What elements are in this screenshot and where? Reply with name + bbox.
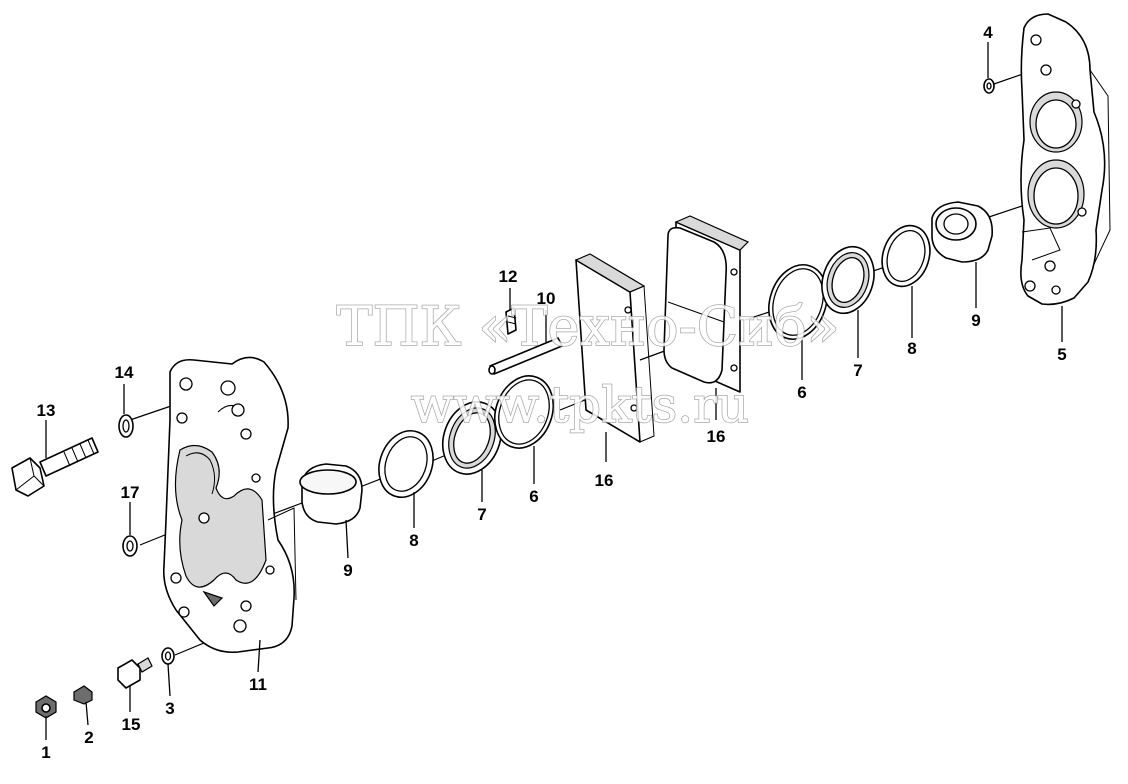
ring-6-left: [494, 375, 554, 449]
callout-1: 1: [41, 743, 50, 762]
caliper-half-5: [1020, 13, 1111, 306]
ring-8-left: [378, 430, 434, 498]
ring-8-right: [881, 224, 931, 288]
callout-15: 15: [122, 715, 141, 734]
callout-3: 3: [165, 699, 174, 718]
seal-7-left: [442, 401, 502, 475]
watermark-company: ТПК «Техно-Сиб»: [336, 295, 839, 358]
brake-pad-16-left: [574, 253, 655, 443]
callout-7-left: 7: [477, 505, 486, 524]
bolt-13: [11, 437, 99, 497]
piston-9-right: [931, 201, 994, 263]
callout-6-right: 6: [797, 383, 806, 402]
callout-14: 14: [115, 363, 134, 382]
bleeder-cap-1: [35, 695, 57, 719]
callout-17: 17: [121, 483, 140, 502]
callout-16-left: 16: [595, 471, 614, 490]
bleeder-body-15: [117, 657, 153, 689]
piston-9-left: [299, 463, 363, 525]
brake-pad-16-right: [663, 215, 750, 393]
leader-lines: [45, 42, 1063, 740]
callout-labels: 1 2 15 3 11 13 14 17 9 8 7 6 16 12 10 16…: [37, 23, 1067, 762]
ring-6-right: [768, 264, 828, 340]
callout-5: 5: [1057, 345, 1066, 364]
callout-13: 13: [37, 401, 56, 420]
callout-2: 2: [84, 728, 93, 747]
callout-10: 10: [537, 289, 556, 308]
callout-8-left: 8: [409, 531, 418, 550]
spring-clip-12: [505, 307, 517, 335]
callout-9-left: 9: [343, 561, 352, 580]
callout-7-right: 7: [853, 361, 862, 380]
bleeder-screw-2: [73, 685, 93, 705]
callout-4: 4: [983, 23, 993, 42]
callout-16-right: 16: [707, 427, 726, 446]
callout-11: 11: [249, 675, 267, 694]
caliper-half-11: [162, 356, 297, 654]
callout-12: 12: [499, 267, 518, 286]
callout-8-right: 8: [907, 339, 916, 358]
watermark-url: www.tpkts.ru: [411, 376, 750, 434]
pin-10: [488, 337, 563, 375]
seal-7-right: [821, 245, 875, 315]
callout-6-left: 6: [529, 487, 538, 506]
callout-9-right: 9: [971, 311, 980, 330]
